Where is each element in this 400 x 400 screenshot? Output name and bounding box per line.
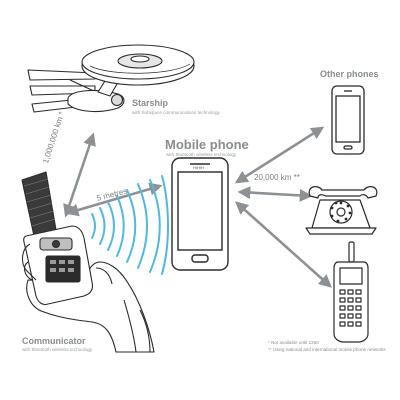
distance-mobile-other: 20,000 km ** <box>254 173 300 182</box>
wireless-signal-icon <box>91 175 169 275</box>
arrow-mobile-rotary <box>237 186 313 202</box>
connection-arrows <box>63 126 332 288</box>
starship-icon <box>27 44 195 113</box>
arrow-starship-communicator <box>63 132 96 218</box>
smartphone-icon <box>331 85 365 155</box>
rotary-phone-icon <box>305 186 378 235</box>
communicator-title: Communicator <box>22 336 86 346</box>
footnote-1: * Not available until 2260 <box>268 340 319 345</box>
communicator-subtitle: with Bluetooth wireless technology <box>22 347 93 352</box>
smartphone-main-icon <box>171 157 229 271</box>
arrow-mobile-smartphone <box>234 126 325 184</box>
other-phones-label: Other phones <box>320 69 379 79</box>
footnote-2: ** Using national and international mobi… <box>268 347 386 352</box>
starship-title: Starship <box>132 98 169 108</box>
starship-subtitle: with Subspace communications technology <box>132 110 220 115</box>
arrow-mobile-cordless <box>235 201 332 288</box>
communicator-icon <box>21 171 94 306</box>
mobile-phone-subtitle: with Bluetooth wireless technology <box>166 152 237 157</box>
arrow-communicator-mobile <box>65 182 163 217</box>
mobile-phone-title: Mobile phone <box>165 137 249 152</box>
cordless-phone-icon <box>333 241 369 343</box>
phone-screen-label: HIHIH <box>193 165 204 170</box>
